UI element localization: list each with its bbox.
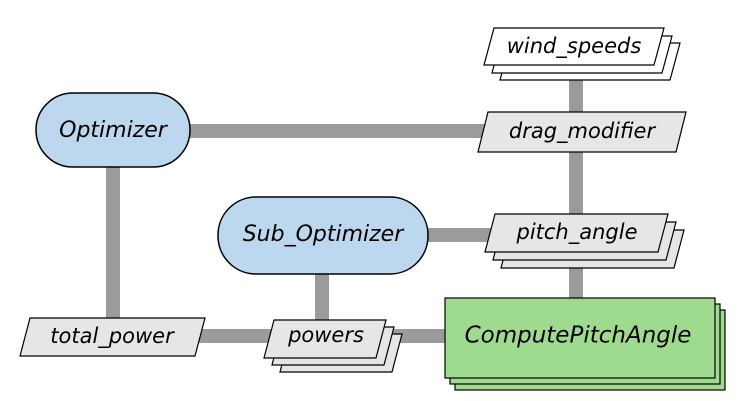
- drag-modifier-node[interactable]: drag_modifier: [477, 111, 687, 153]
- compute-pitch-angle-node[interactable]: ComputePitchAngle: [444, 297, 726, 391]
- drag-modifier-label: drag_modifier: [509, 119, 657, 144]
- compute-pitch-angle-label: ComputePitchAngle: [465, 323, 692, 349]
- powers-label: powers: [287, 323, 364, 347]
- total-power-node[interactable]: total_power: [19, 317, 206, 357]
- optimizer-node[interactable]: Optimizer: [35, 92, 191, 168]
- wind-speeds-node[interactable]: wind_speeds: [483, 27, 681, 81]
- pitch-angle-node[interactable]: pitch_angle: [484, 213, 685, 269]
- powers-node[interactable]: powers: [263, 319, 403, 373]
- total-power-label: total_power: [50, 324, 175, 349]
- sub-optimizer-node[interactable]: Sub_Optimizer: [217, 196, 429, 275]
- sub-optimizer-label: Sub_Optimizer: [243, 222, 406, 247]
- pitch-angle-label: pitch_angle: [515, 220, 637, 245]
- optimizer-label: Optimizer: [59, 118, 169, 143]
- wind-speeds-label: wind_speeds: [507, 34, 642, 59]
